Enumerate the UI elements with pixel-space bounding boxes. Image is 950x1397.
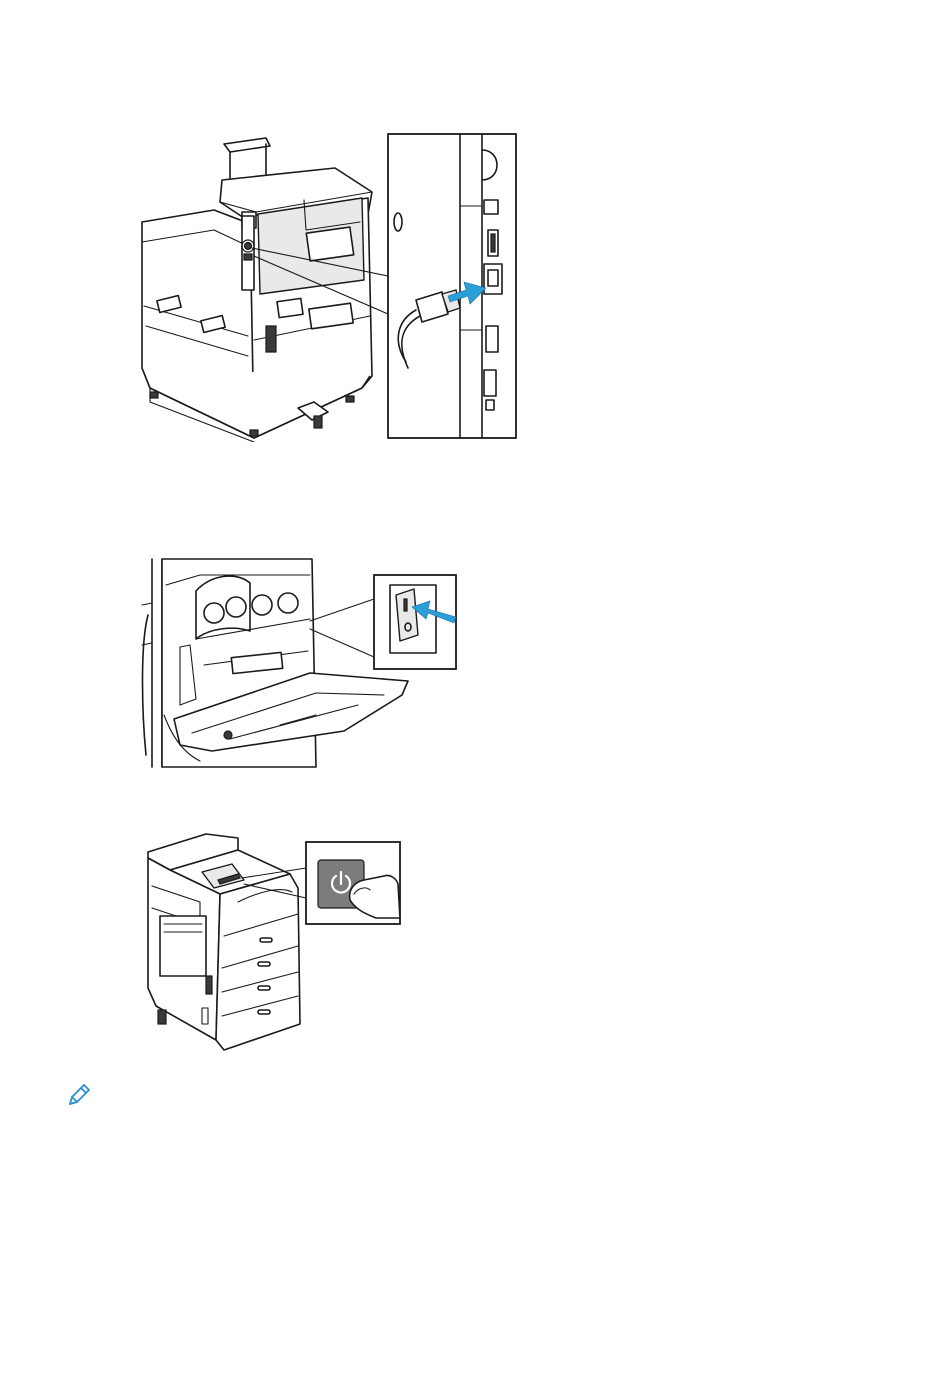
figure-ethernet-connection — [130, 130, 525, 442]
printer-front-illustration — [140, 828, 405, 1058]
figure-power-button — [140, 828, 405, 1058]
printer-front-door-illustration — [140, 555, 465, 771]
pencil-icon — [66, 1082, 92, 1108]
printer-rear-illustration — [130, 130, 525, 442]
figure-power-switch — [140, 555, 465, 771]
